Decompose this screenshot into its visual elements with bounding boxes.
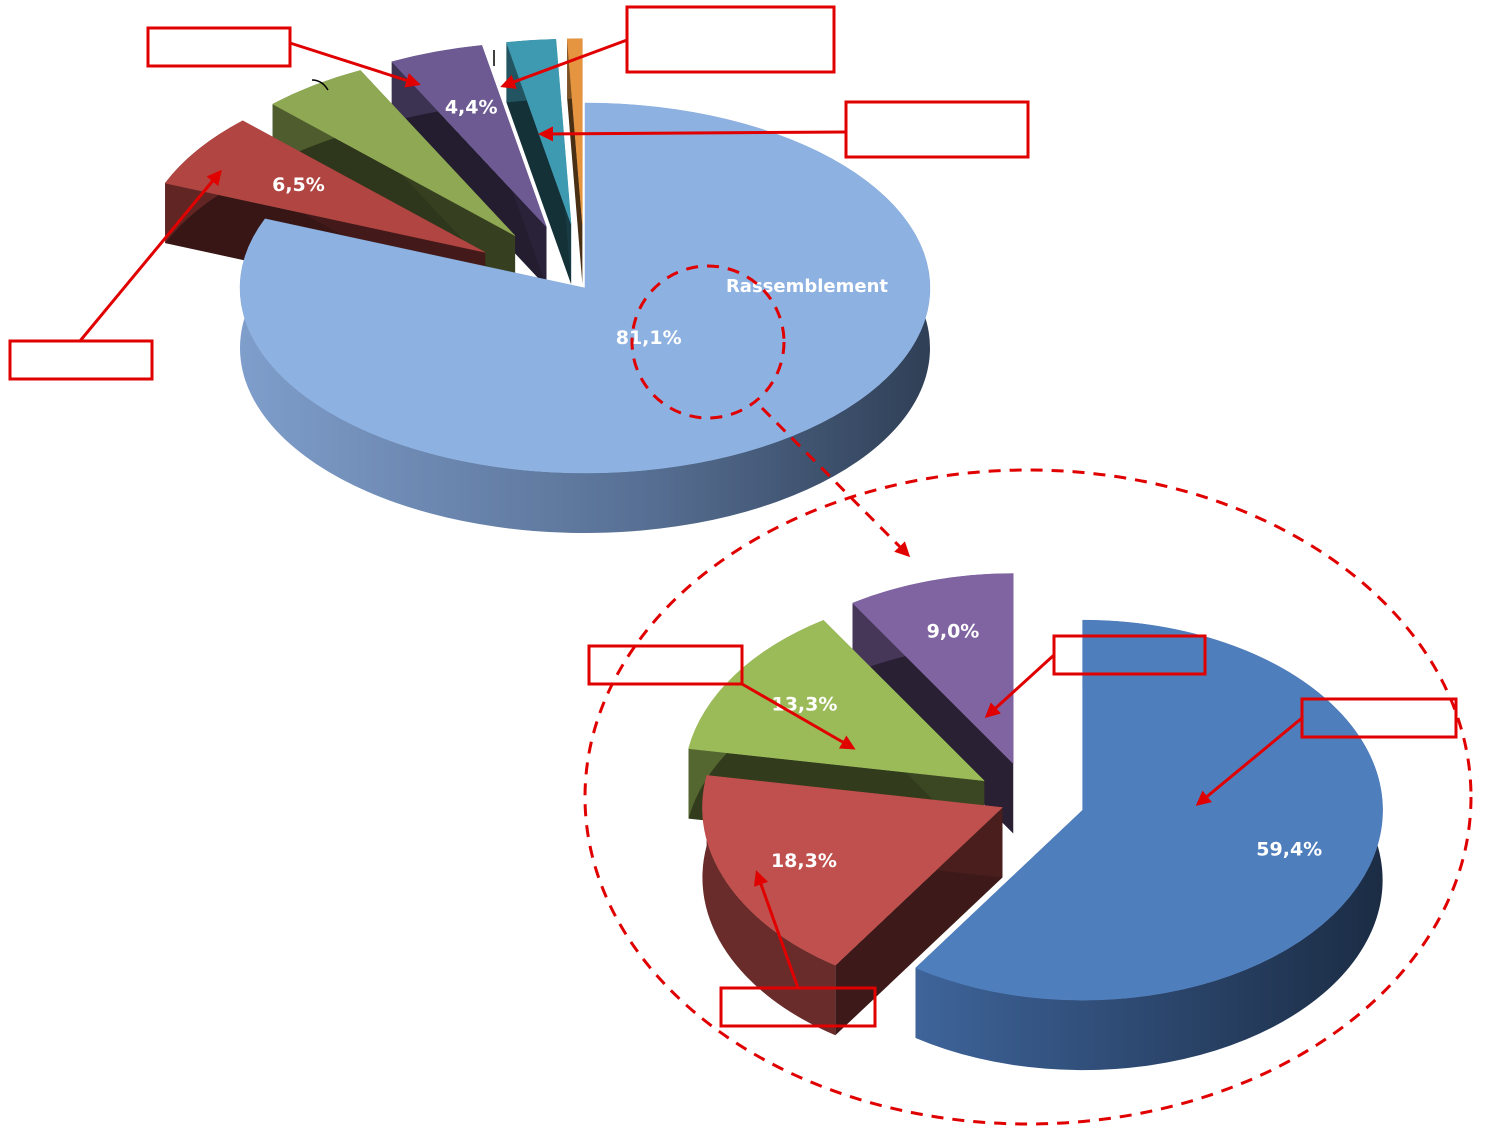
callout-7 [1195,697,1458,806]
callout-6 [984,634,1207,719]
callout-arrow-6 [984,653,1056,719]
callout-arrow-8 [753,870,800,989]
callout-box-2 [625,5,836,74]
callout-arrow-1 [289,41,421,88]
callout-3 [538,100,1030,159]
value-label-1-1: 81,1% [616,327,682,349]
value-label-1-2: 6,5% [272,174,325,196]
callout-8 [719,870,877,1028]
callout-1 [146,26,421,88]
callout-box-8 [719,986,877,1028]
callout-box-6 [1052,634,1207,676]
callout-5 [587,644,856,750]
pie-slice-1-6 [566,38,583,284]
callout-group [8,5,1458,1028]
leader-tick-1 [311,79,329,91]
value-label-2-1: 59,4% [1256,838,1322,860]
pie-slice-2-1 [915,619,1383,1071]
zoom-circle-small [630,264,786,420]
callout-arrow-4 [78,169,222,342]
callout-arrow-5 [741,682,856,750]
callout-overlay [583,264,1473,1126]
zoom-connector [760,406,911,558]
callout-box-4 [8,339,154,381]
callout-arrow-2 [500,38,628,89]
detail-pie-chart: 59,4% 18,3% 13,3% 9,0% [688,573,1383,1071]
callout-arrow-3 [538,126,847,142]
value-label-2-4: 9,0% [927,621,980,643]
pie-slice-1-1 [239,102,931,534]
callout-box-1 [146,26,292,68]
callout-2 [500,5,836,89]
zoom-circle-large [583,468,1473,1126]
value-label-1-4: 4,4% [445,96,498,118]
pie-slice-2-2 [702,775,1003,1036]
callout-box-5 [587,644,744,686]
callout-4 [8,169,222,381]
value-label-2-3: 13,3% [771,693,837,715]
value-label-2-2: 18,3% [771,850,837,872]
callout-box-3 [844,100,1030,159]
callout-arrow-7 [1195,716,1303,806]
callout-box-7 [1300,697,1458,739]
